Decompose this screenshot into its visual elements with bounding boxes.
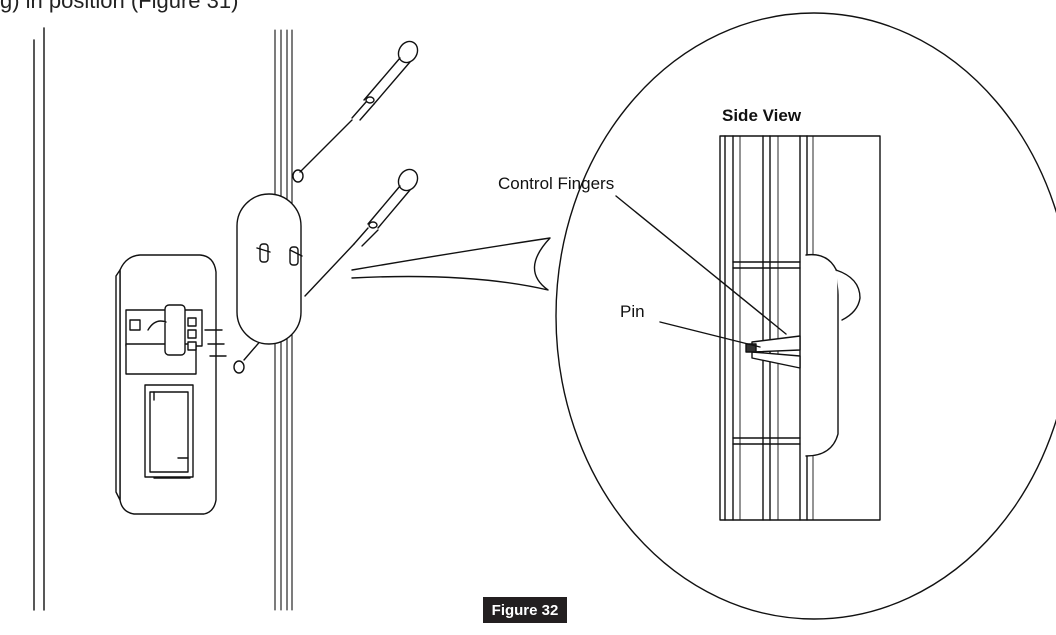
hole-upper bbox=[292, 169, 304, 183]
door-left-edge bbox=[33, 27, 45, 611]
lock-body bbox=[115, 254, 227, 515]
hole-lower bbox=[233, 360, 245, 374]
side-view-label: Side View bbox=[722, 106, 802, 125]
pin-label: Pin bbox=[620, 302, 645, 321]
control-fingers-label: Control Fingers bbox=[498, 174, 615, 193]
pin-leader bbox=[659, 321, 761, 348]
screw-lower bbox=[353, 168, 419, 247]
cut-off-header-text: g) in position (Figure 31) bbox=[0, 0, 239, 13]
side-view-panel bbox=[719, 135, 881, 521]
screw-line-upper bbox=[299, 119, 353, 173]
callout-pointer bbox=[351, 237, 551, 291]
control-fingers-leader bbox=[615, 195, 787, 335]
strike-plate bbox=[236, 193, 303, 345]
screw-line-lower bbox=[304, 243, 355, 297]
figure-label: Figure 32 bbox=[483, 597, 567, 623]
screw-upper bbox=[351, 40, 419, 121]
